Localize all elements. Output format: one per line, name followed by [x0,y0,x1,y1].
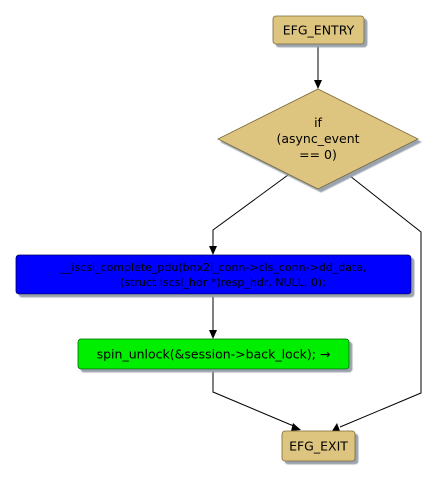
arrowhead-call-to-unlock [209,330,217,339]
edge-condition-to-call [212,174,289,246]
condition-line-3: == 0) [299,147,337,162]
node-entry: EFG_ENTRY [272,15,365,45]
arrowhead-condition-to-exit [332,423,340,431]
node-call: __iscsi_complete_pdu(bnx2i_conn->cls_con… [15,254,412,295]
unlock-label: spin_unlock(&session->back_lock); → [97,347,331,362]
edges [209,44,422,431]
node-condition: if (async_event == 0) [217,88,419,190]
node-unlock: spin_unlock(&session->back_lock); → [77,338,350,370]
node-exit: EFG_EXIT [281,430,356,462]
condition-line-1: if [314,115,322,130]
edge-condition-to-exit [339,175,422,428]
exit-label: EFG_EXIT [289,439,348,454]
arrowhead-condition-to-call [209,246,217,255]
arrowhead-unlock-to-exit [291,423,301,431]
call-line-1: __iscsi_complete_pdu(bnx2i_conn->cls_con… [59,261,366,274]
call-line-2: (struct iscsi_hdr *)resp_hdr, NULL, 0); [120,276,326,289]
edge-unlock-to-exit [212,370,297,428]
condition-line-2: (async_event [276,131,359,146]
arrowhead-entry-to-condition [314,80,322,89]
entry-label: EFG_ENTRY [283,23,355,38]
